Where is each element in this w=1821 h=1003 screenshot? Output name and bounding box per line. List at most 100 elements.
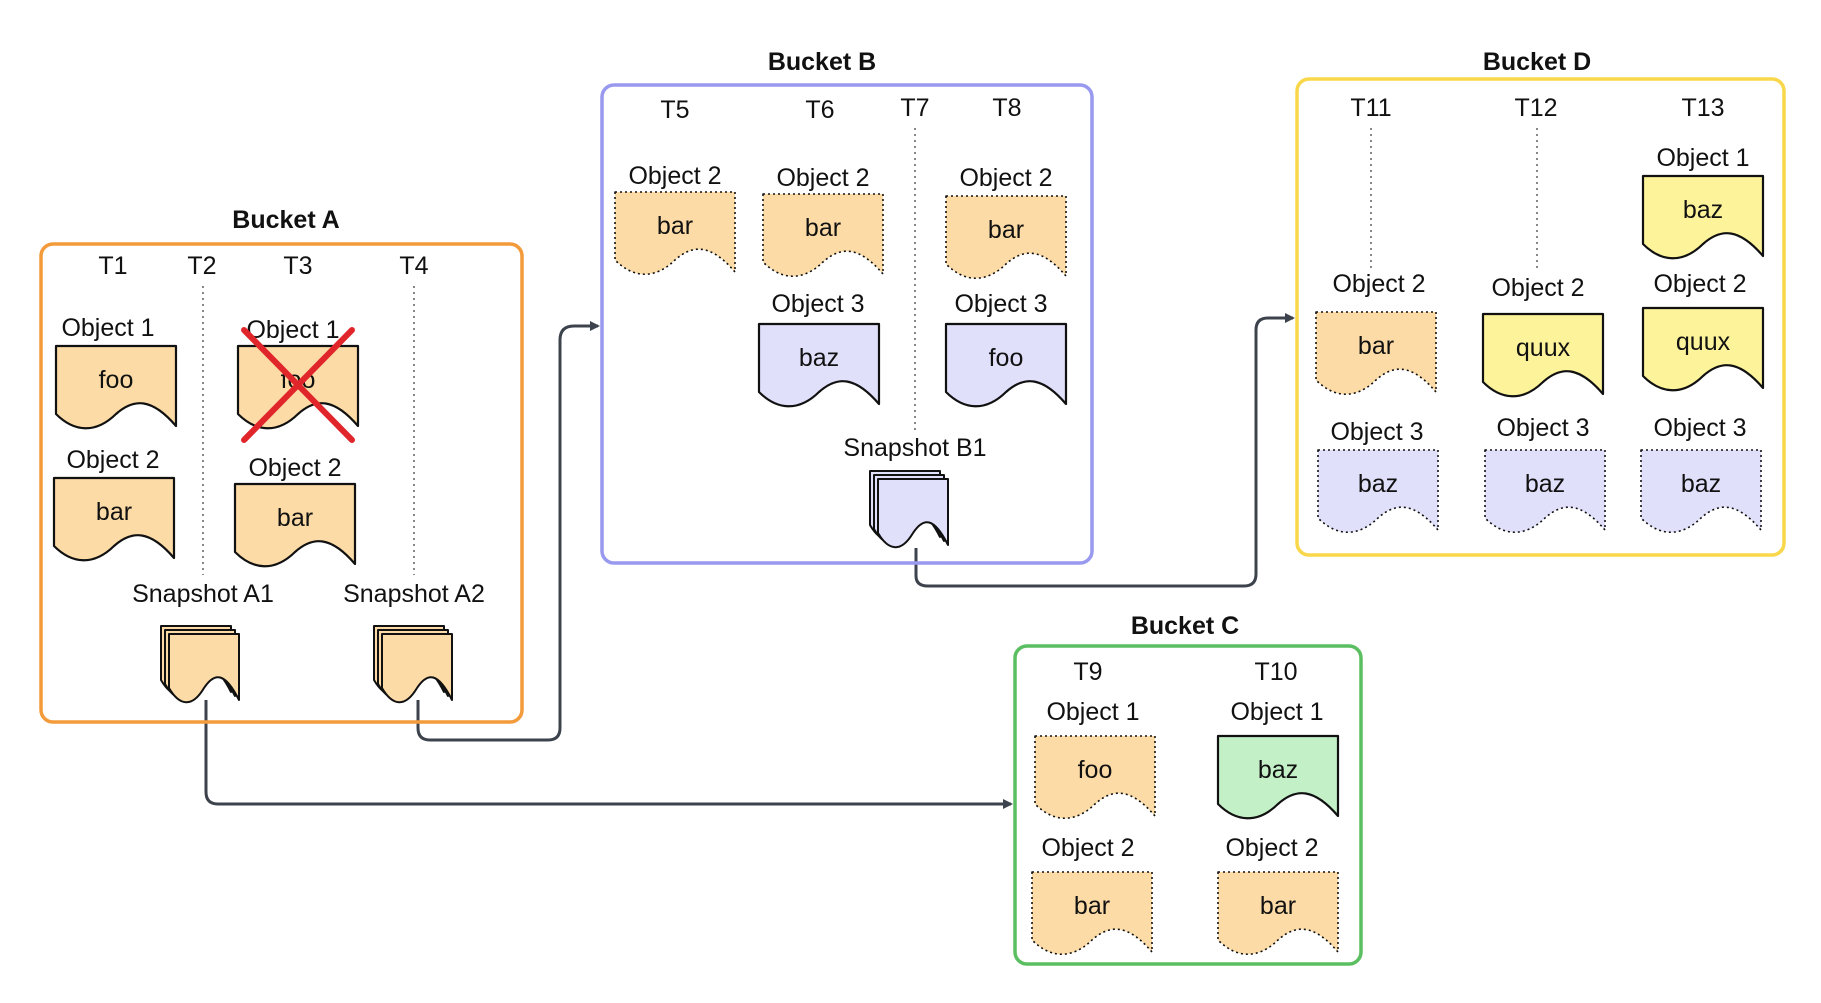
- bucket-b-time-t6: T6: [805, 96, 834, 124]
- bucket-b-t8-object3-label: Object 3: [954, 290, 1047, 318]
- bucket-a-time-t1: T1: [98, 252, 127, 280]
- bucket-d-t11-object3-shape: [1317, 449, 1439, 533]
- bucket-b-t5-object2-value: bar: [657, 212, 693, 240]
- bucket-b-t6-object2-value: bar: [805, 214, 841, 242]
- snapshot-a1-label: Snapshot A1: [132, 580, 274, 608]
- bucket-a-title: Bucket A: [232, 206, 339, 234]
- bucket-c-t9-object1-value: foo: [1078, 756, 1113, 784]
- bucket-b-t8-object3-shape: [944, 322, 1068, 408]
- bucket-a-t1-object2-label: Object 2: [66, 446, 159, 474]
- bucket-d-t12-object3-label: Object 3: [1496, 414, 1589, 442]
- bucket-c-t9-object2-value: bar: [1074, 892, 1110, 920]
- bucket-d-t12-object2: quux: [1481, 312, 1605, 398]
- bucket-a-t3-object2-shape: [233, 482, 357, 568]
- bucket-d-t11-object3-value: baz: [1358, 470, 1398, 498]
- bucket-d-t12-object3-shape: [1484, 449, 1606, 533]
- bucket-d-t12-object2-value: quux: [1516, 334, 1571, 362]
- bucket-b-t8-object2-label: Object 2: [959, 164, 1052, 192]
- bucket-c-t10-object2-shape: [1217, 871, 1339, 955]
- bucket-a-time-t2: T2: [187, 252, 216, 280]
- bucket-d-t13-object3-shape: [1640, 449, 1762, 533]
- arrow-a1-to-bucket-c: [204, 700, 1013, 809]
- bucket-a-t1-object2: bar: [52, 476, 176, 562]
- snapshot-a1-icon-sheet-3: [168, 633, 240, 704]
- bucket-b-time-t5: T5: [660, 96, 689, 124]
- bucket-d-t11-object2: bar: [1315, 311, 1437, 395]
- bucket-d-time-t11: T11: [1350, 94, 1391, 122]
- bucket-c-t9-object1: foo: [1034, 735, 1156, 819]
- bucket-d-t13-object3: baz: [1640, 449, 1762, 533]
- bucket-c-t10-object1-label: Object 1: [1230, 698, 1323, 726]
- snapshot-a2-icon-sheet-3: [381, 633, 453, 704]
- bucket-d-t11-object2-value: bar: [1358, 332, 1394, 360]
- bucket-b-t6-object2-label: Object 2: [776, 164, 869, 192]
- bucket-d-t13-object2-shape: [1641, 306, 1765, 392]
- bucket-d-title: Bucket D: [1483, 48, 1591, 76]
- bucket-b-t8-object2: bar: [945, 195, 1067, 279]
- bucket-a-t1-object1-label: Object 1: [61, 314, 154, 342]
- bucket-d-t12-object2-shape: [1481, 312, 1605, 398]
- bucket-d-t13-object1-label: Object 1: [1656, 144, 1749, 172]
- snapshot-a2-icon: [373, 625, 453, 704]
- bucket-d-t13-object1-shape: [1641, 174, 1765, 260]
- bucket-b-t8-object2-value: bar: [988, 216, 1024, 244]
- bucket-a-t3-object1-label: Object 1: [246, 316, 339, 344]
- bucket-c-t10-object1: baz: [1216, 734, 1340, 820]
- bucket-b-t8-object2-shape: [945, 195, 1067, 279]
- snapshot-a2-label: Snapshot A2: [343, 580, 485, 608]
- snapshot-b1-icon: [869, 470, 949, 549]
- bucket-d-t13-object3-label: Object 3: [1653, 414, 1746, 442]
- bucket-a-t1-object1-shape: [54, 344, 178, 430]
- bucket-a-t1-object2-shape: [52, 476, 176, 562]
- bucket-b-t6-object3-value: baz: [799, 344, 839, 372]
- bucket-c-t9-object1-label: Object 1: [1046, 698, 1139, 726]
- bucket-b-time-t8: T8: [992, 94, 1021, 122]
- bucket-a-frame: [39, 242, 524, 724]
- bucket-d-t13-object2-value: quux: [1676, 328, 1731, 356]
- bucket-d-t11-object2-label: Object 2: [1332, 270, 1425, 298]
- bucket-d-time-t12: T12: [1514, 94, 1557, 122]
- bucket-b-t6-object2-shape: [762, 193, 884, 277]
- bucket-a-t1-object1: foo: [54, 344, 178, 430]
- bucket-b-t8-object3-value: foo: [989, 344, 1024, 372]
- bucket-b-t6-object2: bar: [762, 193, 884, 277]
- bucket-b-frame: [600, 83, 1094, 565]
- bucket-d-t12-object2-label: Object 2: [1491, 274, 1584, 302]
- bucket-b-time-t7: T7: [900, 94, 929, 122]
- bucket-b-t5-object2-shape: [614, 191, 736, 275]
- bucket-c-frame: [1013, 644, 1363, 966]
- bucket-b-t5-object2: bar: [614, 191, 736, 275]
- bucket-c-title: Bucket C: [1131, 612, 1239, 640]
- bucket-d-t12-object3-value: baz: [1525, 470, 1565, 498]
- bucket-d-t11-object3: baz: [1317, 449, 1439, 533]
- bucket-d-t11-object2-shape: [1315, 311, 1437, 395]
- bucket-d-t13-object1-value: baz: [1683, 196, 1723, 224]
- bucket-b-t8-object3: foo: [944, 322, 1068, 408]
- bucket-d-t13-object3-value: baz: [1681, 470, 1721, 498]
- bucket-c-t9-object2-label: Object 2: [1041, 834, 1134, 862]
- bucket-b-t6-object3: baz: [757, 322, 881, 408]
- bucket-b-t6-object3-shape: [757, 322, 881, 408]
- bucket-c-time-t9: T9: [1073, 658, 1102, 686]
- bucket-a-time-t3: T3: [283, 252, 312, 280]
- snapshot-a1-icon: [160, 625, 240, 704]
- bucket-a-t1-object2-value: bar: [96, 498, 132, 526]
- bucket-a-t1-object1-value: foo: [99, 366, 134, 394]
- bucket-c-t10-object2: bar: [1217, 871, 1339, 955]
- deleted-cross-icon: [241, 327, 355, 443]
- bucket-b-t6-object3-label: Object 3: [771, 290, 864, 318]
- bucket-a-t3-object2-value: bar: [277, 504, 313, 532]
- bucket-a-t3-object2: bar: [233, 482, 357, 568]
- snapshot-b1-label: Snapshot B1: [843, 434, 986, 462]
- arrow-b1-to-bucket-d: [914, 313, 1295, 588]
- snapshot-b1-icon-sheet-3: [877, 478, 949, 549]
- bucket-c-t10-object2-label: Object 2: [1225, 834, 1318, 862]
- bucket-d-t13-object2: quux: [1641, 306, 1765, 392]
- bucket-d-t12-object3: baz: [1484, 449, 1606, 533]
- bucket-c-t10-object2-value: bar: [1260, 892, 1296, 920]
- bucket-d-t13-object2-label: Object 2: [1653, 270, 1746, 298]
- bucket-d-t11-object3-label: Object 3: [1330, 418, 1423, 446]
- arrow-a2-to-bucket-b: [416, 321, 600, 742]
- bucket-d-frame: [1295, 77, 1786, 557]
